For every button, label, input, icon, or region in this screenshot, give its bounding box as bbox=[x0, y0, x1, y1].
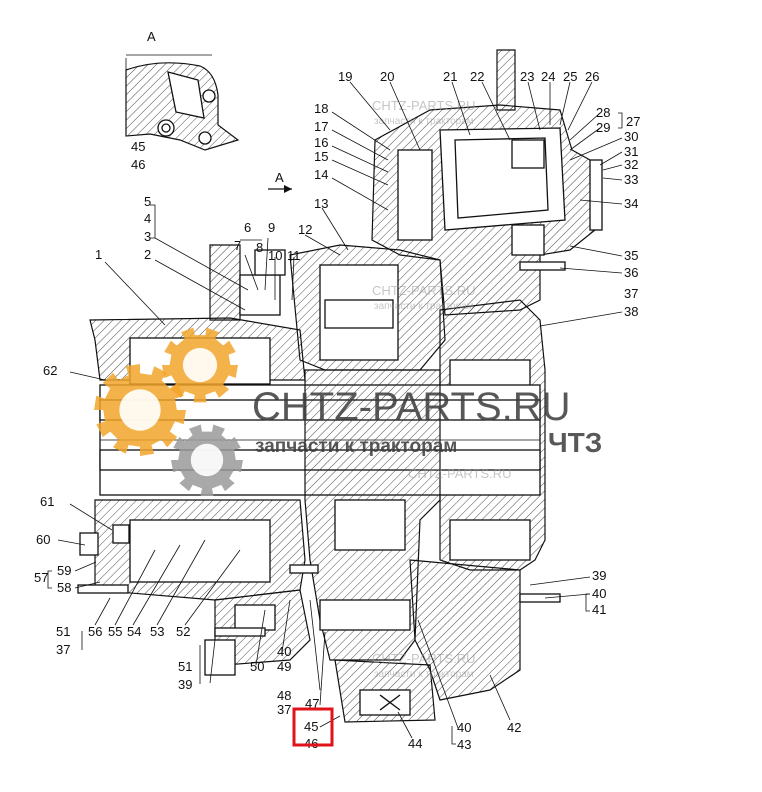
part-label-37a[interactable]: 37 bbox=[624, 286, 638, 301]
part-label-13[interactable]: 13 bbox=[314, 196, 328, 211]
watermark-small-bottom-tagline: запчасти к тракторам bbox=[374, 669, 474, 680]
part-label-11[interactable]: 11 bbox=[287, 248, 301, 263]
part-label-39a[interactable]: 39 bbox=[592, 568, 606, 583]
part-label-57[interactable]: 57 bbox=[34, 570, 48, 585]
part-label-10[interactable]: 10 bbox=[268, 248, 282, 263]
watermark-small-bottom: CHTZ-PARTS.RU bbox=[372, 651, 476, 666]
part-label-51a[interactable]: 51 bbox=[178, 659, 192, 674]
watermark-tagline: запчасти к тракторам bbox=[255, 436, 457, 457]
part-label-51b[interactable]: 51 bbox=[56, 624, 70, 639]
part-label-22[interactable]: 22 bbox=[470, 69, 484, 84]
part-label-49[interactable]: 49 bbox=[277, 659, 291, 674]
part-label-15[interactable]: 15 bbox=[314, 149, 328, 164]
part-label-1[interactable]: 1 bbox=[95, 247, 102, 262]
part-label-58[interactable]: 58 bbox=[57, 580, 71, 595]
view-arrow-a: A bbox=[268, 170, 292, 193]
part-label-54[interactable]: 54 bbox=[127, 624, 141, 639]
watermark-site: CHTZ-PARTS.RU bbox=[252, 385, 571, 429]
part-label-61[interactable]: 61 bbox=[40, 494, 54, 509]
watermark-gear-gray-icon bbox=[171, 424, 243, 496]
leader-lines bbox=[47, 81, 623, 745]
part-label-3[interactable]: 3 bbox=[144, 229, 151, 244]
part-label-34[interactable]: 34 bbox=[624, 196, 638, 211]
watermark-small-low: CHTZ-PARTS.RU bbox=[408, 466, 512, 481]
part-label-17[interactable]: 17 bbox=[314, 119, 328, 134]
part-label-7[interactable]: 7 bbox=[234, 238, 241, 253]
part-label-37b[interactable]: 37 bbox=[277, 702, 291, 717]
part-label-30[interactable]: 30 bbox=[624, 129, 638, 144]
part-label-37c[interactable]: 37 bbox=[56, 642, 70, 657]
part-label-4[interactable]: 4 bbox=[144, 211, 151, 226]
watermark-small-top: CHTZ-PARTS.RU bbox=[372, 98, 476, 113]
part-label-29[interactable]: 29 bbox=[596, 120, 610, 135]
part-label-52[interactable]: 52 bbox=[176, 624, 190, 639]
part-label-20[interactable]: 20 bbox=[380, 69, 394, 84]
part-label-45b[interactable]: 45 bbox=[131, 139, 145, 154]
part-label-50[interactable]: 50 bbox=[250, 659, 264, 674]
part-label-28[interactable]: 28 bbox=[596, 105, 610, 120]
part-label-12[interactable]: 12 bbox=[298, 222, 312, 237]
part-label-5[interactable]: 5 bbox=[144, 194, 151, 209]
watermark-brand: ЧТЗ bbox=[548, 427, 602, 458]
watermark-small-mid-tagline: запчасти к тракторам bbox=[374, 301, 474, 312]
part-label-19[interactable]: 19 bbox=[338, 69, 352, 84]
detail-view-a: A bbox=[125, 29, 240, 151]
part-label-56[interactable]: 56 bbox=[88, 624, 102, 639]
watermark-logo: CHTZ-PARTS.RU запчасти к тракторам ЧТЗ C… bbox=[94, 98, 602, 680]
part-label-9[interactable]: 9 bbox=[268, 220, 275, 235]
svg-text:A: A bbox=[275, 170, 284, 185]
highlight-box[interactable] bbox=[292, 707, 334, 747]
part-label-21[interactable]: 21 bbox=[443, 69, 457, 84]
part-label-35[interactable]: 35 bbox=[624, 248, 638, 263]
part-label-43[interactable]: 43 bbox=[457, 737, 471, 752]
part-label-59[interactable]: 59 bbox=[57, 563, 71, 578]
part-label-36[interactable]: 36 bbox=[624, 265, 638, 280]
part-label-8[interactable]: 8 bbox=[256, 240, 263, 255]
part-label-33[interactable]: 33 bbox=[624, 172, 638, 187]
part-label-32[interactable]: 32 bbox=[624, 157, 638, 172]
part-label-2[interactable]: 2 bbox=[144, 247, 151, 262]
part-label-14[interactable]: 14 bbox=[314, 167, 328, 182]
part-label-44[interactable]: 44 bbox=[408, 736, 422, 751]
watermark-small-mid: CHTZ-PARTS.RU bbox=[372, 283, 476, 298]
part-label-31[interactable]: 31 bbox=[624, 144, 638, 159]
part-label-41[interactable]: 41 bbox=[592, 602, 606, 617]
part-label-40a[interactable]: 40 bbox=[592, 586, 606, 601]
part-label-24[interactable]: 24 bbox=[541, 69, 555, 84]
part-label-6[interactable]: 6 bbox=[244, 220, 251, 235]
part-label-26[interactable]: 26 bbox=[585, 69, 599, 84]
part-label-55[interactable]: 55 bbox=[108, 624, 122, 639]
part-label-46b[interactable]: 46 bbox=[131, 157, 145, 172]
part-label-40c[interactable]: 40 bbox=[277, 644, 291, 659]
part-label-62[interactable]: 62 bbox=[43, 363, 57, 378]
watermark-small-top-tagline: запчасти к тракторам bbox=[374, 116, 474, 127]
part-label-42[interactable]: 42 bbox=[507, 720, 521, 735]
part-label-40b[interactable]: 40 bbox=[457, 720, 471, 735]
part-label-45a[interactable]: 45 bbox=[304, 719, 318, 734]
watermark-gear-orange-icon bbox=[94, 327, 238, 456]
part-label-16[interactable]: 16 bbox=[314, 135, 328, 150]
view-label-a: A bbox=[147, 29, 156, 44]
part-label-27[interactable]: 27 bbox=[626, 114, 640, 129]
part-label-47[interactable]: 47 bbox=[305, 696, 319, 711]
part-label-53[interactable]: 53 bbox=[150, 624, 164, 639]
part-label-23[interactable]: 23 bbox=[520, 69, 534, 84]
part-label-60[interactable]: 60 bbox=[36, 532, 50, 547]
part-label-48[interactable]: 48 bbox=[277, 688, 291, 703]
part-label-25[interactable]: 25 bbox=[563, 69, 577, 84]
part-label-18[interactable]: 18 bbox=[314, 101, 328, 116]
part-label-39b[interactable]: 39 bbox=[178, 677, 192, 692]
part-label-38[interactable]: 38 bbox=[624, 304, 638, 319]
